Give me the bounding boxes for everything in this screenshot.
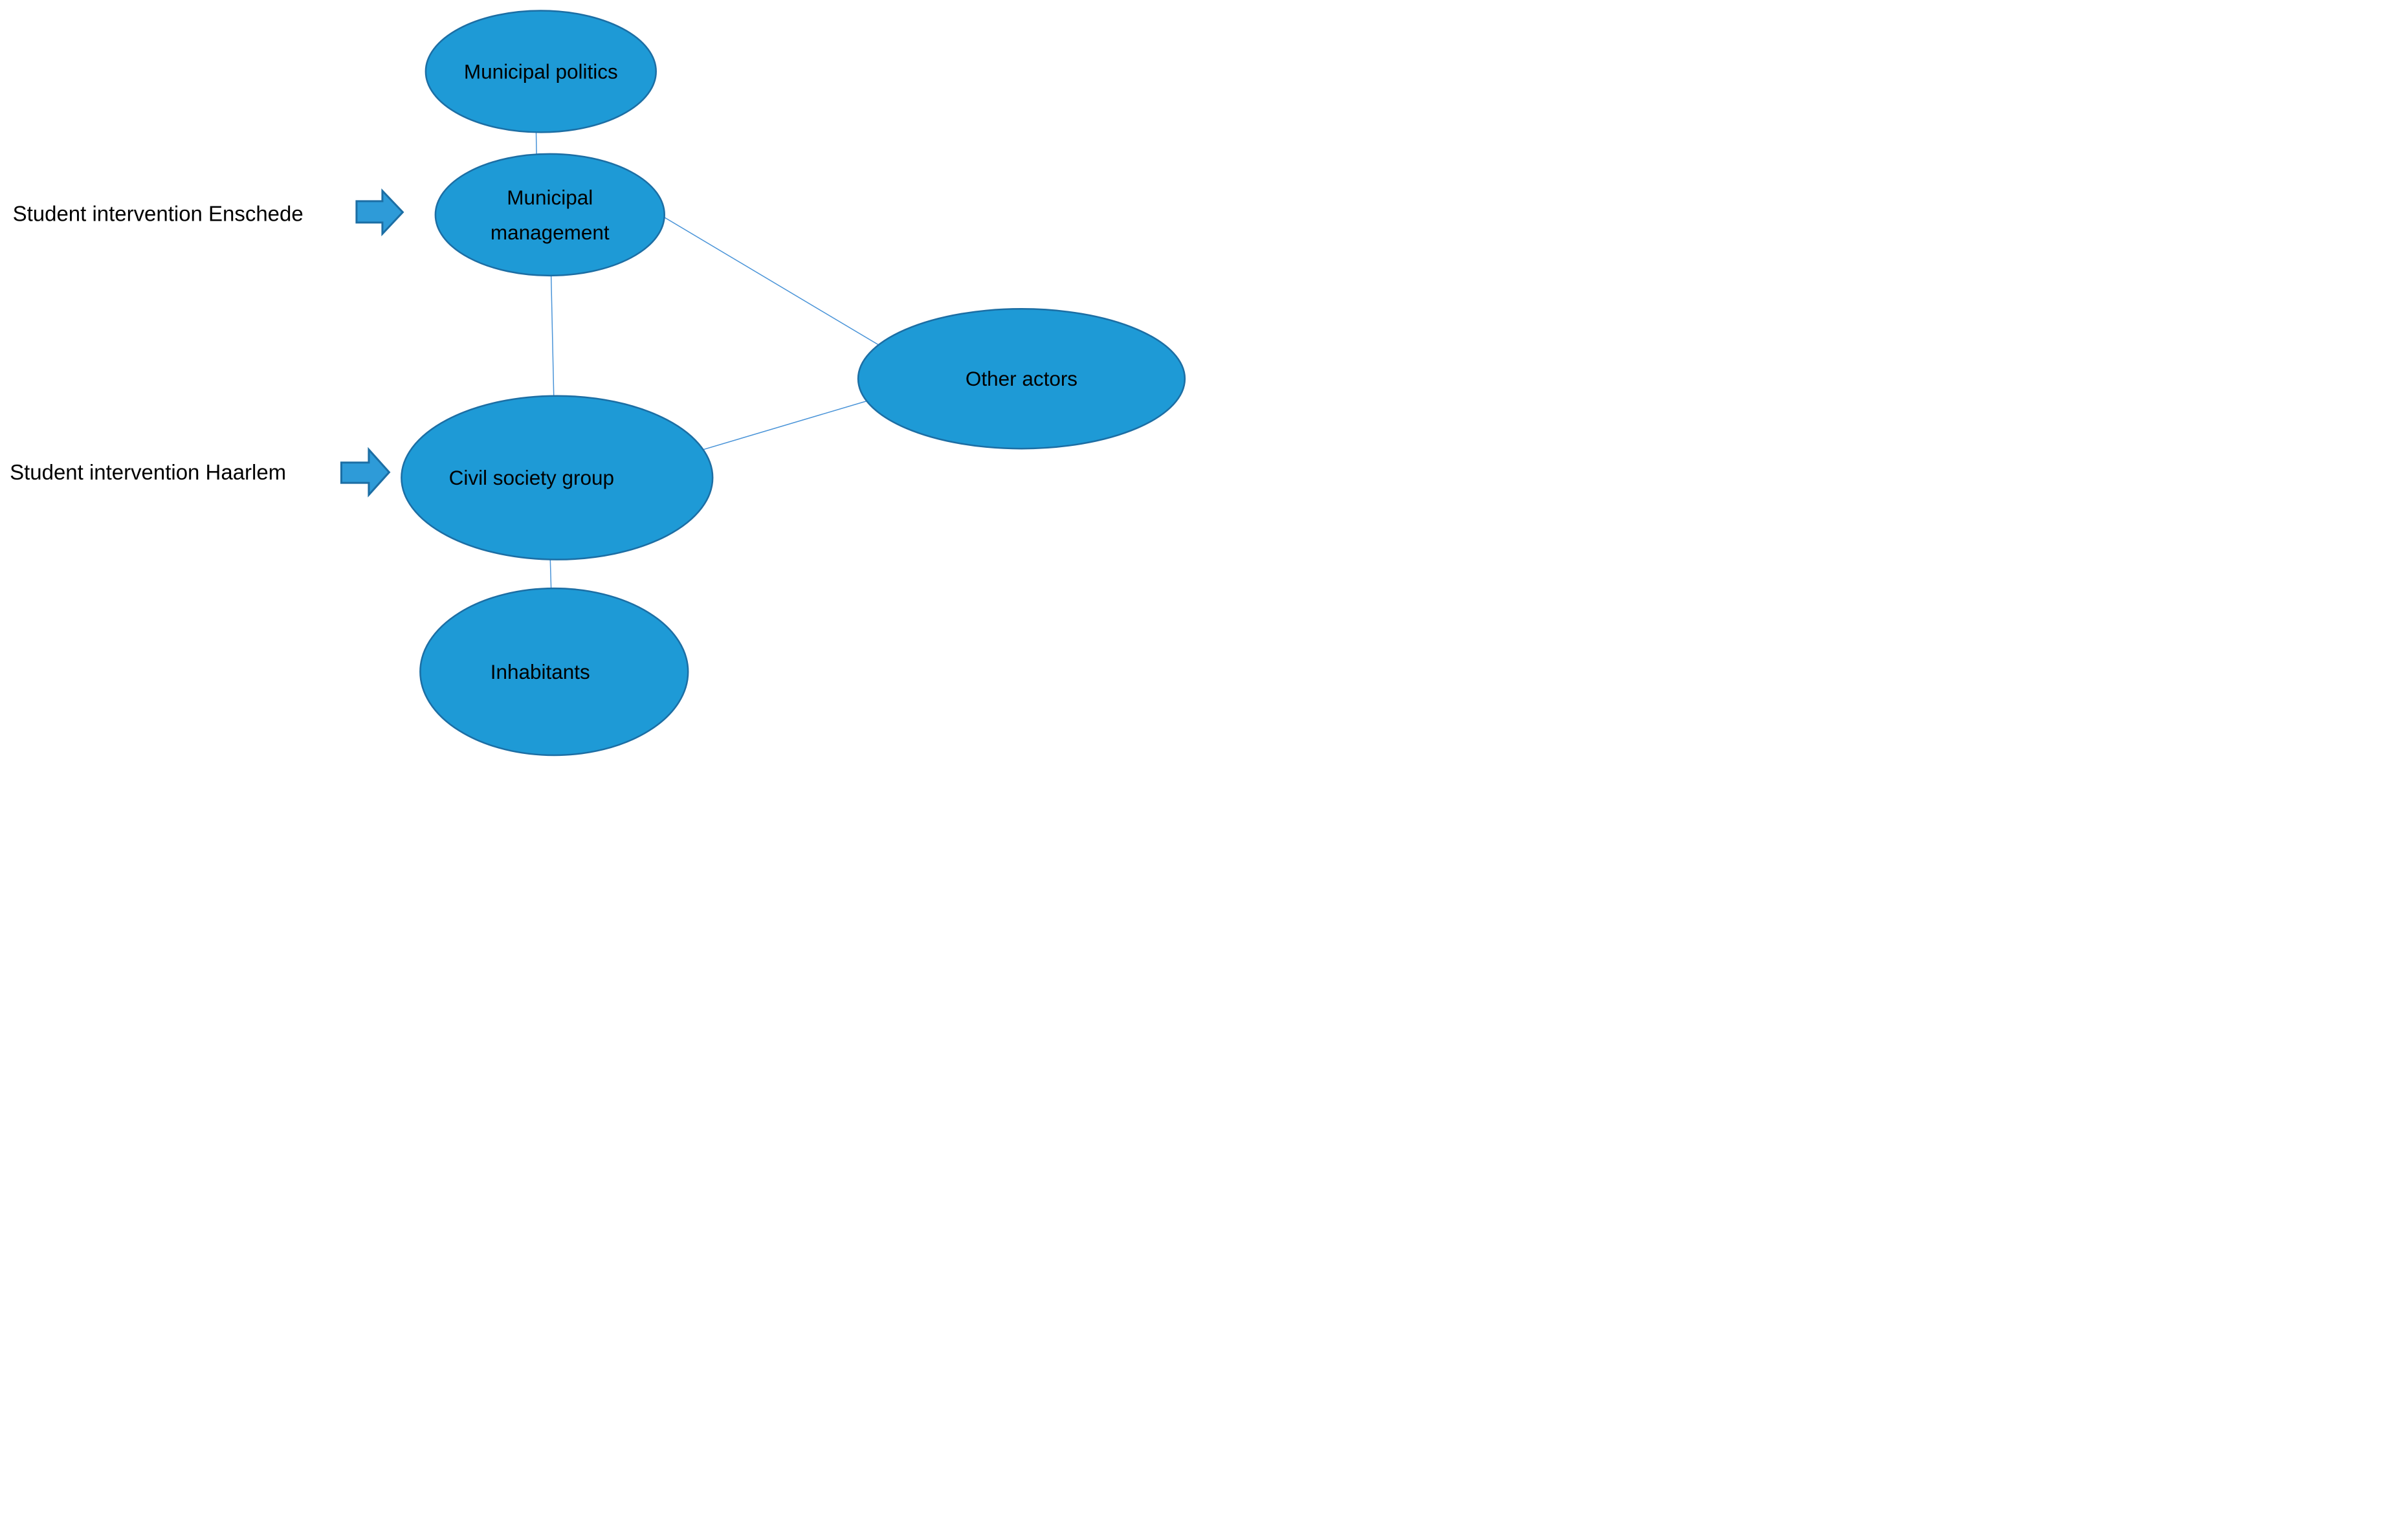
connector-management-other-actors: [646, 206, 919, 370]
municipal-politics-ellipse: [425, 10, 657, 133]
node-civil-society-group: Civil society group: [401, 395, 714, 560]
actor-diagram: Municipal politics Municipal management …: [10, 10, 1186, 757]
municipal-politics-label: Municipal politics: [464, 60, 618, 83]
municipal-management-label-line1: Municipal: [507, 186, 593, 209]
annotation-student-intervention-haarlem: Student intervention Haarlem: [10, 447, 391, 498]
inhabitants-ellipse: [419, 587, 689, 757]
municipal-management-label-line2: management: [491, 221, 610, 244]
node-inhabitants: Inhabitants: [419, 587, 689, 757]
arrow-right-icon: [340, 447, 391, 498]
other-actors-ellipse: [857, 308, 1186, 450]
node-municipal-politics: Municipal politics: [425, 10, 657, 133]
diagram-canvas: Municipal politics Municipal management …: [0, 0, 1204, 757]
municipal-management-ellipse: [434, 153, 665, 277]
annotation-student-intervention-enschede: Student intervention Enschede: [13, 188, 404, 237]
arrow-right-icon: [355, 188, 404, 237]
inhabitants-label: Inhabitants: [491, 661, 590, 683]
student-intervention-haarlem-label: Student intervention Haarlem: [10, 460, 286, 484]
node-municipal-management: Municipal management: [434, 153, 665, 277]
other-actors-label: Other actors: [966, 368, 1077, 390]
civil-society-group-ellipse: [401, 395, 714, 560]
civil-society-group-label: Civil society group: [449, 467, 614, 489]
node-other-actors: Other actors: [857, 308, 1186, 450]
connector-civil-society-other-actors: [685, 393, 893, 456]
student-intervention-enschede-label: Student intervention Enschede: [13, 201, 304, 225]
